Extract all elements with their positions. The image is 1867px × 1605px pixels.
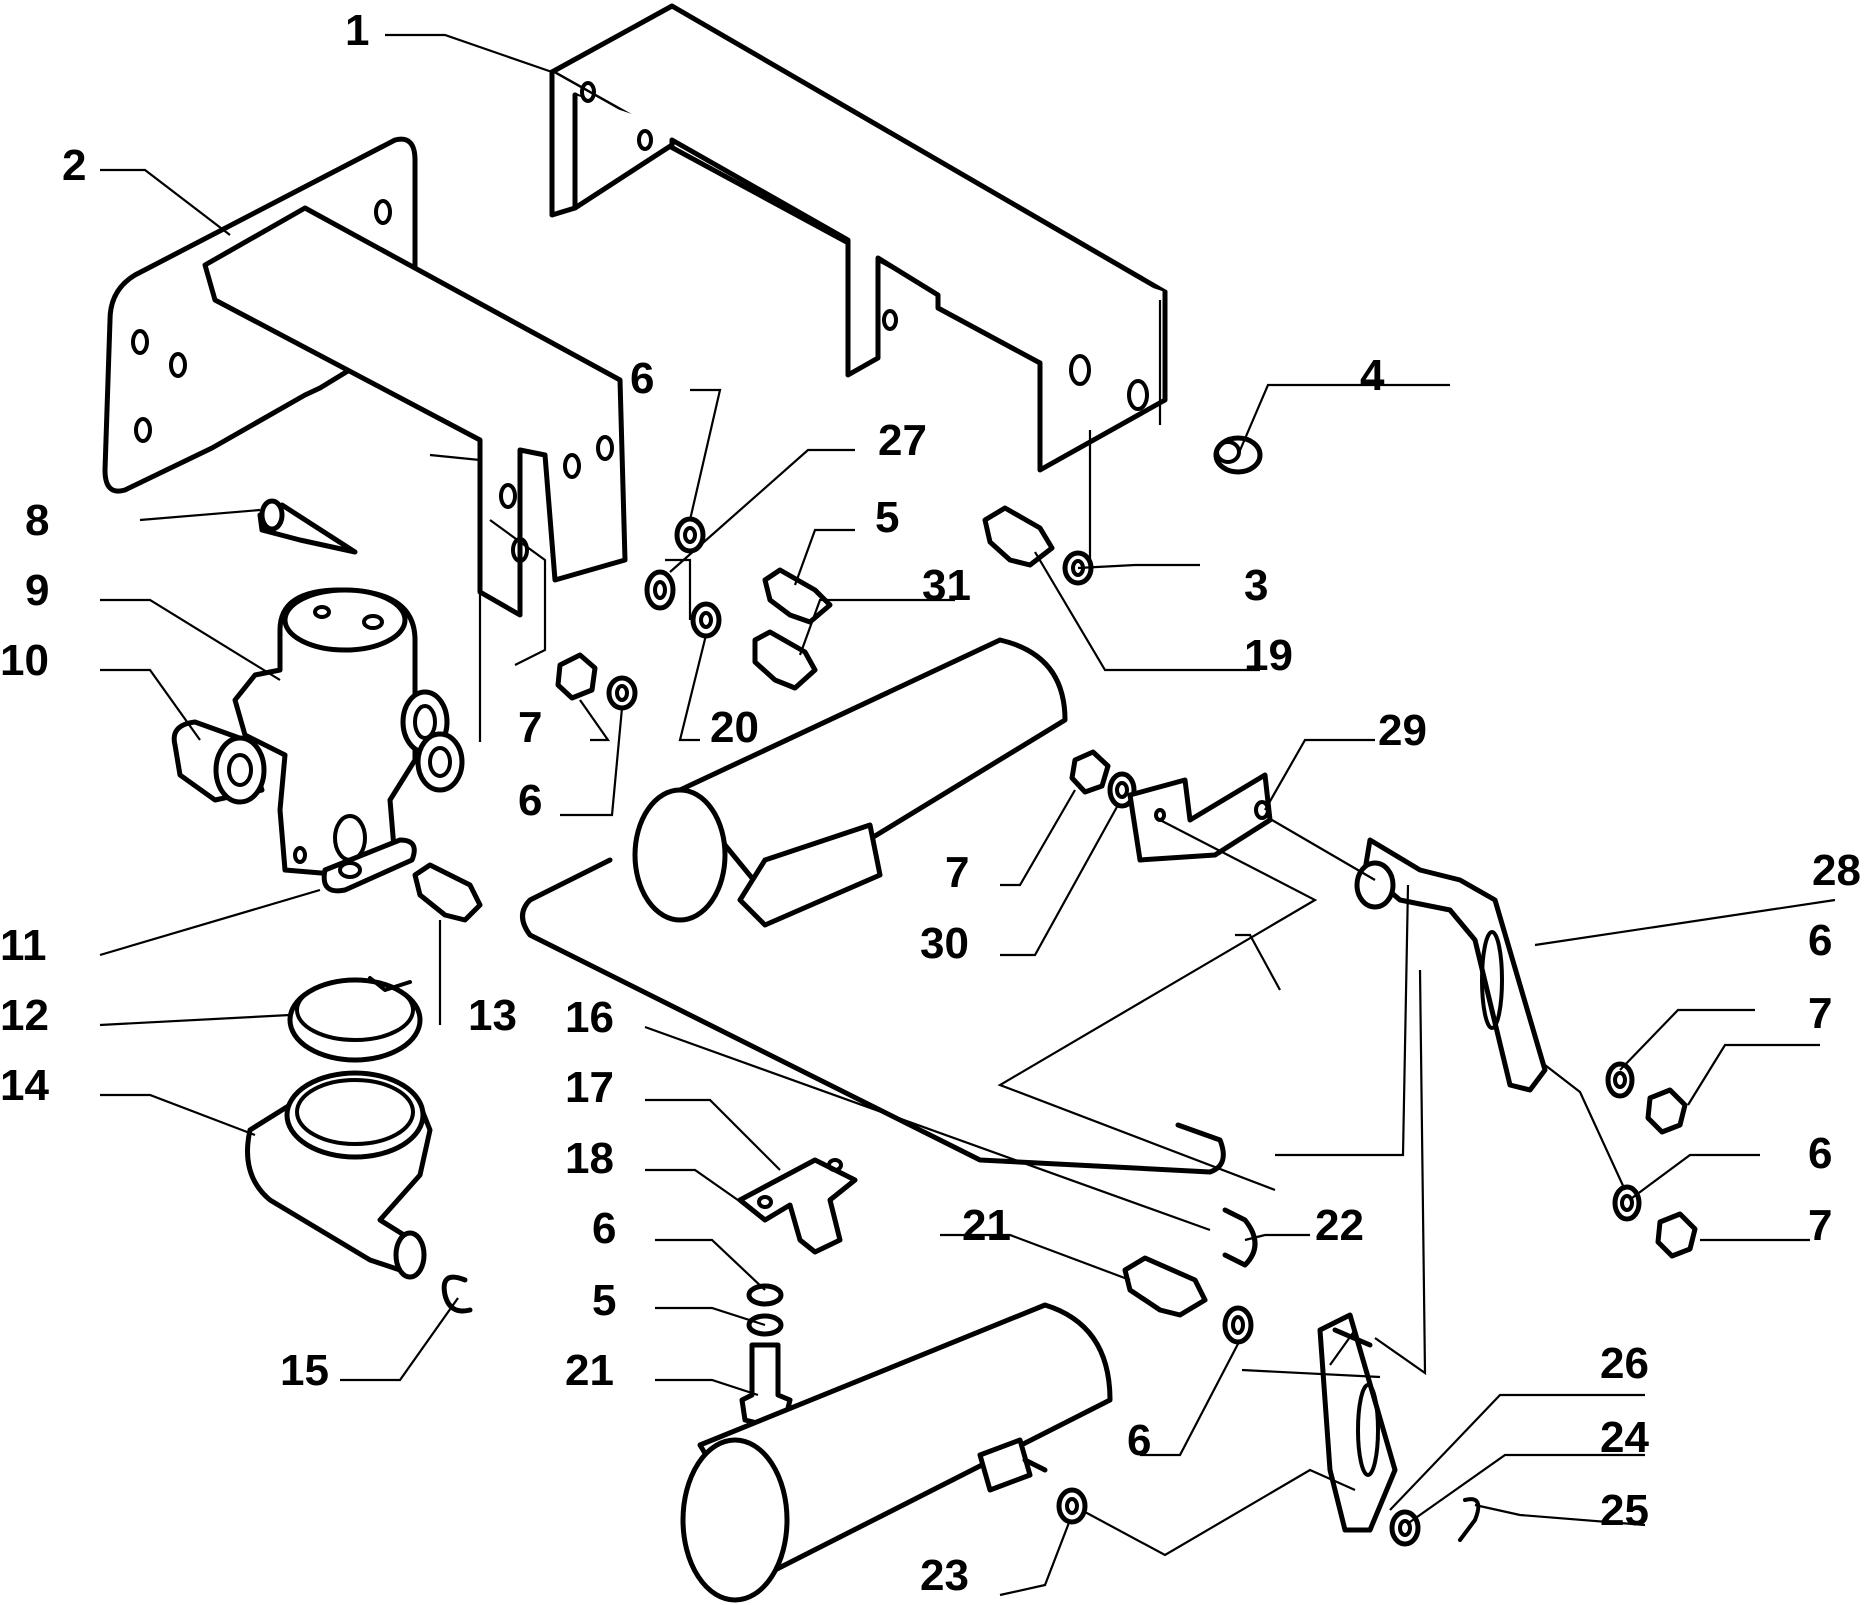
part-19-bolt (982, 505, 1055, 568)
part-27-washer (644, 569, 676, 611)
callout-2: 2 (62, 141, 86, 190)
callout-6-lower: 6 (592, 1204, 616, 1253)
callout-12: 12 (0, 991, 49, 1040)
part-6-washer-lower (746, 1283, 784, 1307)
callout-21-lower: 21 (565, 1346, 614, 1395)
callout-13: 13 (468, 991, 517, 1040)
callout-labels: 1 2 3 4 5 5 6 6 6 6 6 6 7 7 7 7 8 9 10 1… (0, 6, 1861, 1600)
callout-3: 3 (1244, 561, 1268, 610)
callout-11: 11 (0, 921, 47, 970)
part-6-washer-right-1 (1605, 1061, 1635, 1099)
part-7-nut-center (1069, 749, 1111, 795)
callout-25: 25 (1600, 1486, 1649, 1535)
leader-lines (99, 33, 1836, 1597)
part-1-crossmember (549, 3, 1168, 473)
callout-31: 31 (922, 561, 971, 610)
callout-16: 16 (565, 993, 614, 1042)
part-25-pin (1458, 1497, 1481, 1542)
callout-23: 23 (920, 1551, 969, 1600)
callout-28: 28 (1812, 846, 1861, 895)
part-7-nut-upper (555, 652, 598, 701)
callout-7-left: 7 (518, 703, 542, 752)
callout-6-upper: 6 (630, 354, 654, 403)
callout-22: 22 (1315, 1201, 1364, 1250)
part-5-bolt-upper (762, 567, 833, 625)
callout-26: 26 (1600, 1339, 1649, 1388)
callout-10: 10 (0, 636, 49, 685)
callout-9: 9 (25, 566, 49, 615)
part-6-washer-mid (1222, 1305, 1254, 1345)
part-14-elbow (245, 1070, 433, 1280)
part-26-lever (1317, 1312, 1398, 1533)
part-31-bolt (752, 629, 818, 691)
callout-7-right-2: 7 (1808, 1201, 1832, 1250)
callout-20: 20 (710, 703, 759, 752)
callout-21-horizontal: 21 (962, 1201, 1011, 1250)
callout-29: 29 (1378, 706, 1427, 755)
part-13-screw (412, 862, 483, 923)
callout-24: 24 (1600, 1413, 1649, 1462)
part-12-clamp (287, 976, 423, 1063)
callout-17: 17 (565, 1063, 614, 1112)
callout-6-mid: 6 (1127, 1416, 1151, 1465)
upper-tank (632, 637, 1068, 928)
lower-tank (680, 1302, 1113, 1603)
callout-30: 30 (920, 919, 969, 968)
part-9-valve (232, 587, 465, 878)
callout-6-right-2: 6 (1808, 1129, 1832, 1178)
part-8-pin (257, 498, 358, 555)
callout-5-lower: 5 (592, 1276, 616, 1325)
callout-15: 15 (280, 1346, 329, 1395)
part-10-adapter (171, 719, 267, 805)
part-11-plate (321, 837, 417, 894)
callout-1: 1 (345, 6, 369, 55)
part-2-bracket (102, 136, 628, 618)
part-16-rod (520, 857, 1226, 1175)
callout-14: 14 (0, 1061, 49, 1110)
part-15-clip (441, 1274, 473, 1314)
part-18-clamp (737, 1157, 858, 1255)
part-7-nut-right-2 (1655, 1211, 1698, 1259)
part-20-washer (690, 601, 722, 639)
callout-27: 27 (878, 416, 927, 465)
callout-7-right-1: 7 (1808, 989, 1832, 1038)
part-21-bolt-horizontal (1122, 1255, 1208, 1318)
part-24-washer (1389, 1509, 1421, 1547)
callout-4: 4 (1360, 351, 1385, 400)
callout-6-right-1: 6 (1808, 916, 1832, 965)
callout-18: 18 (565, 1134, 614, 1183)
callout-7-center: 7 (945, 848, 969, 897)
part-7-nut-right-1 (1645, 1087, 1688, 1135)
part-29-bracket (1127, 772, 1273, 863)
part-28-lever (1354, 837, 1548, 1093)
callout-8: 8 (25, 496, 49, 545)
callout-19: 19 (1244, 631, 1293, 680)
callout-5-upper: 5 (875, 493, 899, 542)
part-23-washer (1056, 1487, 1088, 1525)
part-6-washer-right-2 (1612, 1184, 1642, 1222)
callout-6-left: 6 (518, 776, 542, 825)
part-6-washer-upper-2 (606, 675, 638, 711)
part-22-ubolt (1222, 1207, 1258, 1268)
